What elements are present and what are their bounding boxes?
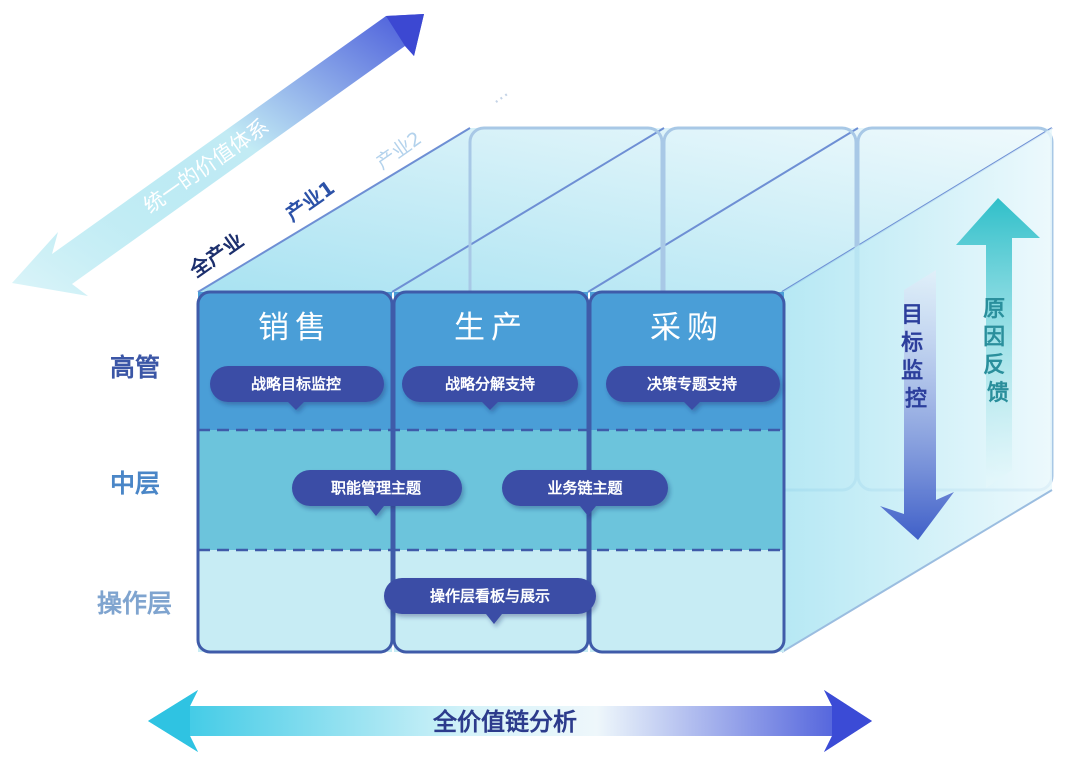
column-title-sales: 销售	[258, 310, 332, 346]
value-chain-arrow	[148, 690, 872, 752]
target-monitor-arrow	[880, 270, 954, 540]
row-label-middle: 中层	[110, 469, 160, 498]
pill-business-chain: 业务链主题	[502, 470, 668, 516]
value-system-arrow	[12, 14, 424, 296]
value-chain-label: 全价值链分析	[432, 708, 577, 736]
svg-text:战略分解支持: 战略分解支持	[445, 375, 535, 393]
svg-text:决策专题支持: 决策专题支持	[647, 375, 737, 393]
row-label-operation: 操作层	[97, 589, 172, 618]
column-title-procurement: 采购	[650, 310, 724, 346]
column-procurement	[588, 290, 786, 654]
svg-text:职能管理主题: 职能管理主题	[331, 479, 422, 497]
cause-feedback-label: 原 因 反 馈	[983, 297, 1013, 406]
pill-strategy-monitor: 战略目标监控	[210, 366, 384, 410]
pill-operation-dashboard: 操作层看板与展示	[384, 578, 596, 624]
column-title-production: 生产	[454, 310, 528, 346]
dimension-item-more: ...	[486, 81, 512, 108]
svg-text:业务链主题: 业务链主题	[547, 479, 623, 497]
row-label-executive: 高管	[110, 353, 160, 382]
svg-text:战略目标监控: 战略目标监控	[251, 375, 341, 393]
cause-feedback-arrow	[956, 198, 1040, 488]
value-system-label: 统一的价值体系	[139, 114, 273, 218]
svg-text:操作层看板与展示: 操作层看板与展示	[430, 587, 550, 605]
pill-functional-management: 职能管理主题	[292, 470, 462, 516]
column-sales	[196, 290, 394, 654]
pill-decision-topic: 决策专题支持	[606, 366, 780, 410]
pill-strategy-decomposition: 战略分解支持	[402, 366, 578, 410]
target-monitor-label: 目 标 监 控	[901, 303, 931, 412]
